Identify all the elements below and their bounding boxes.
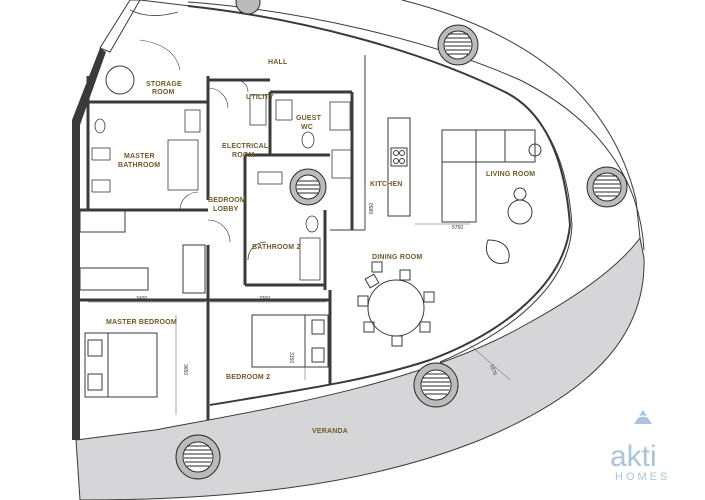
dim-3300: 3300 — [259, 296, 270, 302]
label-master-bedroom: MASTER BEDROOM — [106, 319, 177, 326]
label-kitchen: KITCHEN — [370, 181, 403, 188]
left-wall — [72, 48, 106, 440]
outer-curve-2 — [401, 0, 641, 239]
svg-text:HOMES: HOMES — [615, 471, 670, 483]
label-master-bathroom-1: MASTER — [124, 153, 155, 160]
outer-curve — [187, 1, 645, 251]
label-master-bathroom-2: BATHROOM — [118, 162, 160, 169]
inner-glass-curve — [187, 5, 572, 406]
master-bed — [84, 332, 158, 398]
planters — [175, 0, 628, 480]
dim-3400: 3400 — [136, 296, 147, 302]
dim-3150: 3150 — [288, 352, 294, 363]
label-bedroom-lobby-2: LOBBY — [213, 206, 239, 213]
label-storage-2: ROOM — [152, 89, 175, 96]
top-entrance — [99, 0, 141, 53]
label-hall: HALL — [268, 59, 288, 66]
dim-1875: 1875 — [488, 364, 498, 377]
dim-6850: 6850 — [369, 203, 375, 214]
label-utility: UTILITY — [246, 94, 274, 101]
label-veranda: VERANDA — [312, 428, 348, 435]
dim-3650: 3650 — [182, 364, 188, 375]
label-storage-1: STORAGE — [146, 81, 182, 88]
inner-glass-curve-2 — [439, 94, 573, 363]
akti-homes-logo: akti HOMES — [610, 410, 670, 483]
label-bedroom-lobby-1: BEDROOM — [208, 197, 246, 204]
label-electrical-2: ROOM — [232, 152, 255, 159]
svg-text:akti: akti — [610, 440, 657, 473]
dining-table — [357, 261, 435, 347]
label-electrical-1: ELECTRICAL — [222, 143, 269, 150]
label-dining: DINING ROOM — [372, 254, 422, 261]
label-guest-wc-2: WC — [301, 124, 313, 131]
dim-5750: 5750 — [452, 225, 463, 231]
label-living: LIVING ROOM — [486, 171, 535, 178]
label-bathroom-2: BATHROOM 2 — [252, 244, 301, 251]
label-guest-wc-1: GUEST — [296, 115, 322, 122]
interior-walls — [80, 76, 354, 420]
label-bedroom-2: BEDROOM 2 — [226, 374, 270, 381]
veranda-area — [75, 236, 645, 500]
